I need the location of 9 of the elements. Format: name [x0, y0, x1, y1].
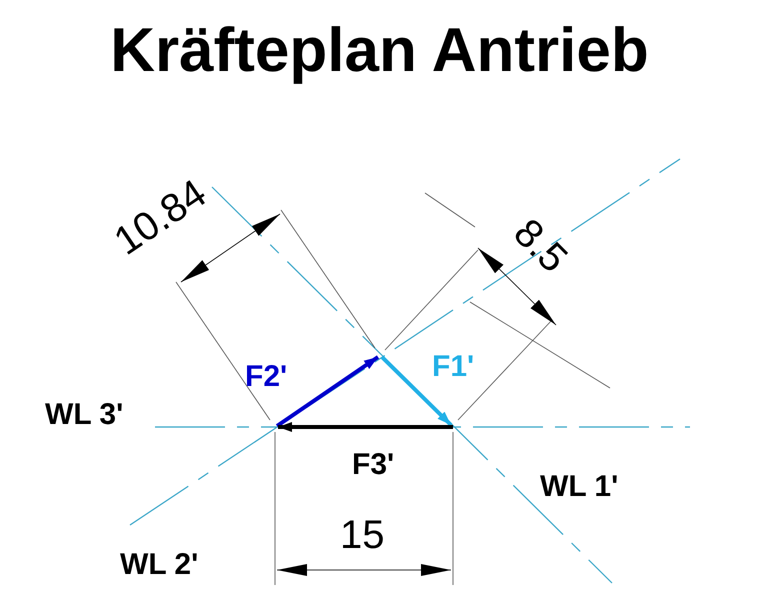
line-of-action-label: WL 1' [540, 472, 618, 502]
force-label: F3' [352, 450, 394, 480]
diagram-title: Kräfteplan Antrieb [109, 20, 650, 82]
force-label: F2' [245, 362, 288, 392]
dimension-value: 8.5 [506, 212, 574, 280]
force-label: F1' [432, 352, 474, 382]
dimension-value: 15 [340, 515, 384, 555]
line-of-action-label: WL 2' [120, 550, 198, 580]
line-of-action-label: WL 3' [45, 400, 124, 430]
